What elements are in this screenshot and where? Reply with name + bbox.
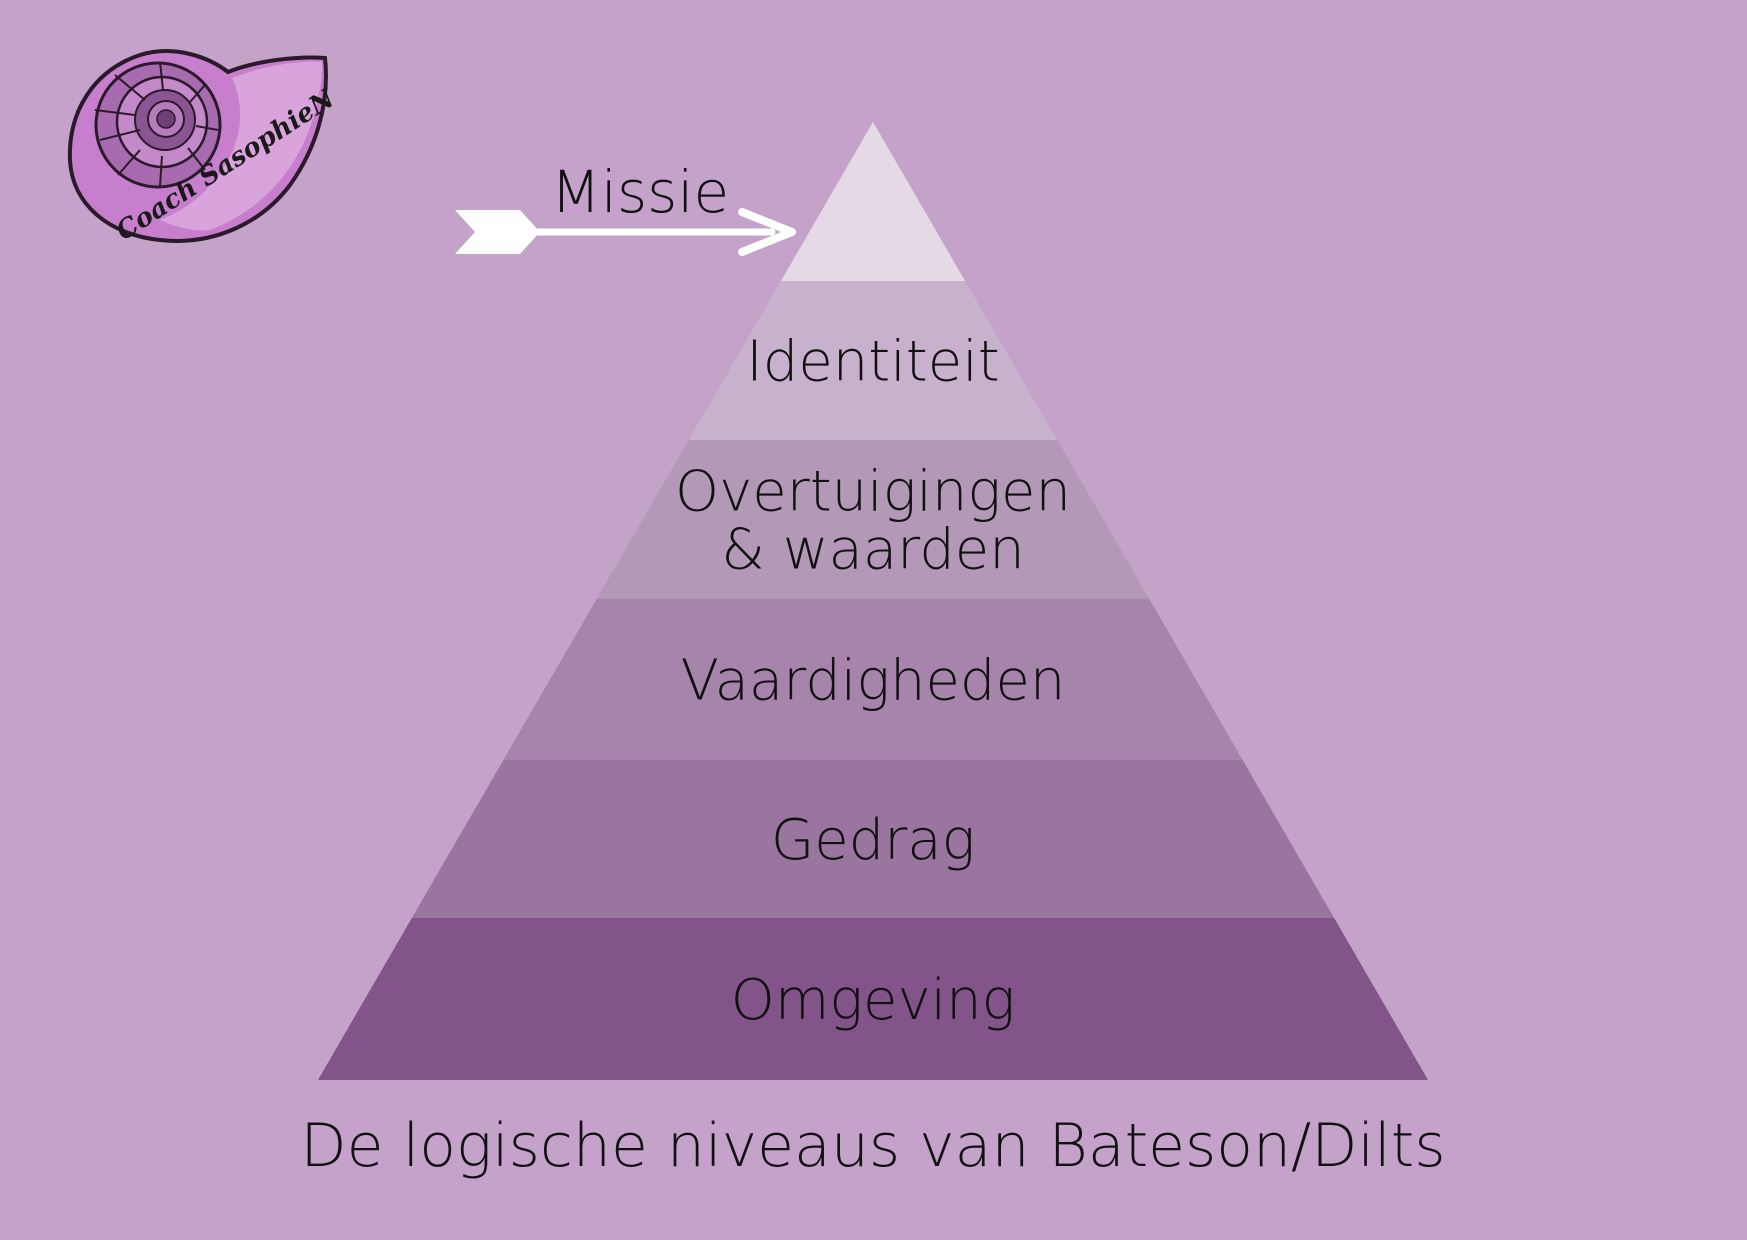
pyramid-tier-gedrag bbox=[411, 760, 1335, 918]
pyramid-tier-label-overtuigingen: Overtuigingen bbox=[675, 460, 1071, 525]
arrow-right-icon bbox=[455, 208, 796, 256]
pyramid-tier-vaardigheden bbox=[503, 599, 1243, 760]
pyramid-tier-label-gedrag: Gedrag bbox=[771, 808, 975, 873]
pyramid-tier-identiteit bbox=[688, 281, 1058, 440]
pyramid-tier-label-vaardigheden: Vaardigheden bbox=[681, 649, 1066, 714]
logo: Coach SasophieN bbox=[67, 49, 341, 247]
pyramid-tier-label-omgeving: Omgeving bbox=[731, 968, 1015, 1033]
pyramid-tier-missie bbox=[780, 122, 966, 281]
missie-label: Missie bbox=[551, 158, 729, 226]
pyramid-tier-label-identiteit: Identiteit bbox=[746, 330, 999, 395]
nautilus-shell-icon bbox=[67, 49, 328, 243]
pyramid-tier-omgeving bbox=[318, 918, 1428, 1080]
pyramid-tier-overtuigingen bbox=[596, 440, 1150, 599]
pyramid-tier-label-overtuigingen: & waarden bbox=[721, 518, 1024, 583]
diagram-caption: De logische niveaus van Bateson/Dilts bbox=[300, 1111, 1445, 1181]
